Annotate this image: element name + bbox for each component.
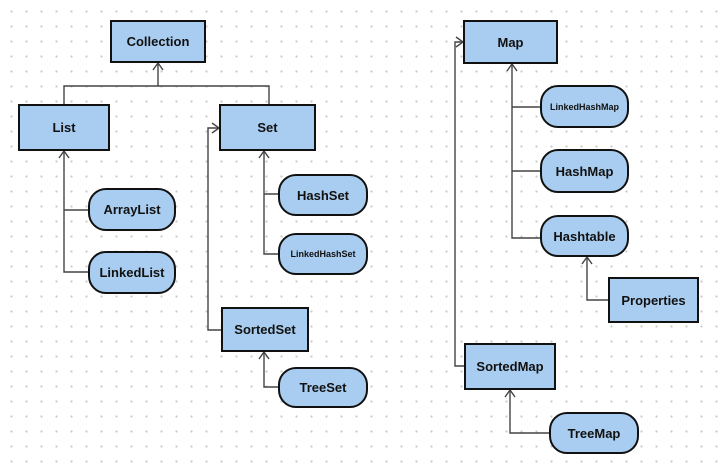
node-set[interactable]: Set [219, 104, 316, 151]
node-linkedhashset[interactable]: LinkedHashSet [278, 233, 368, 275]
edge-sortedmap-to-map [454, 41, 464, 367]
node-list[interactable]: List [18, 104, 110, 151]
arrowhead-sortedset [258, 350, 270, 360]
node-map[interactable]: Map [463, 20, 558, 64]
arrowhead-hashtable [581, 255, 593, 265]
node-sortedset[interactable]: SortedSet [221, 307, 309, 352]
edge-hashset-linkedhashset-to-set [263, 151, 278, 255]
node-collection[interactable]: Collection [110, 20, 206, 63]
node-hashmap[interactable]: HashMap [540, 149, 629, 193]
edge-treemap-to-sortedmap [509, 390, 549, 434]
arrowhead-collection [152, 61, 164, 71]
node-hashtable[interactable]: Hashtable [540, 215, 629, 257]
node-sortedmap[interactable]: SortedMap [464, 343, 556, 390]
node-linkedhashmap[interactable]: LinkedHashMap [540, 85, 629, 128]
node-hashset[interactable]: HashSet [278, 174, 368, 216]
node-properties[interactable]: Properties [608, 277, 699, 323]
arrowhead-sortedmap [504, 388, 516, 398]
arrowhead-list [58, 149, 70, 159]
node-arraylist[interactable]: ArrayList [88, 188, 176, 231]
arrowhead-set [258, 149, 270, 159]
edge-list-set-to-collection [63, 63, 270, 104]
node-treeset[interactable]: TreeSet [278, 367, 368, 408]
arrowhead-map [506, 62, 518, 72]
edge-properties-to-hashtable [586, 257, 608, 301]
node-linkedlist[interactable]: LinkedList [88, 251, 176, 294]
edge-map-children [511, 64, 540, 239]
edge-arraylist-linkedlist-to-list [63, 151, 88, 273]
edge-treeset-to-sortedset [263, 352, 278, 388]
node-treemap[interactable]: TreeMap [549, 412, 639, 454]
edge-sortedset-to-set [207, 127, 221, 331]
